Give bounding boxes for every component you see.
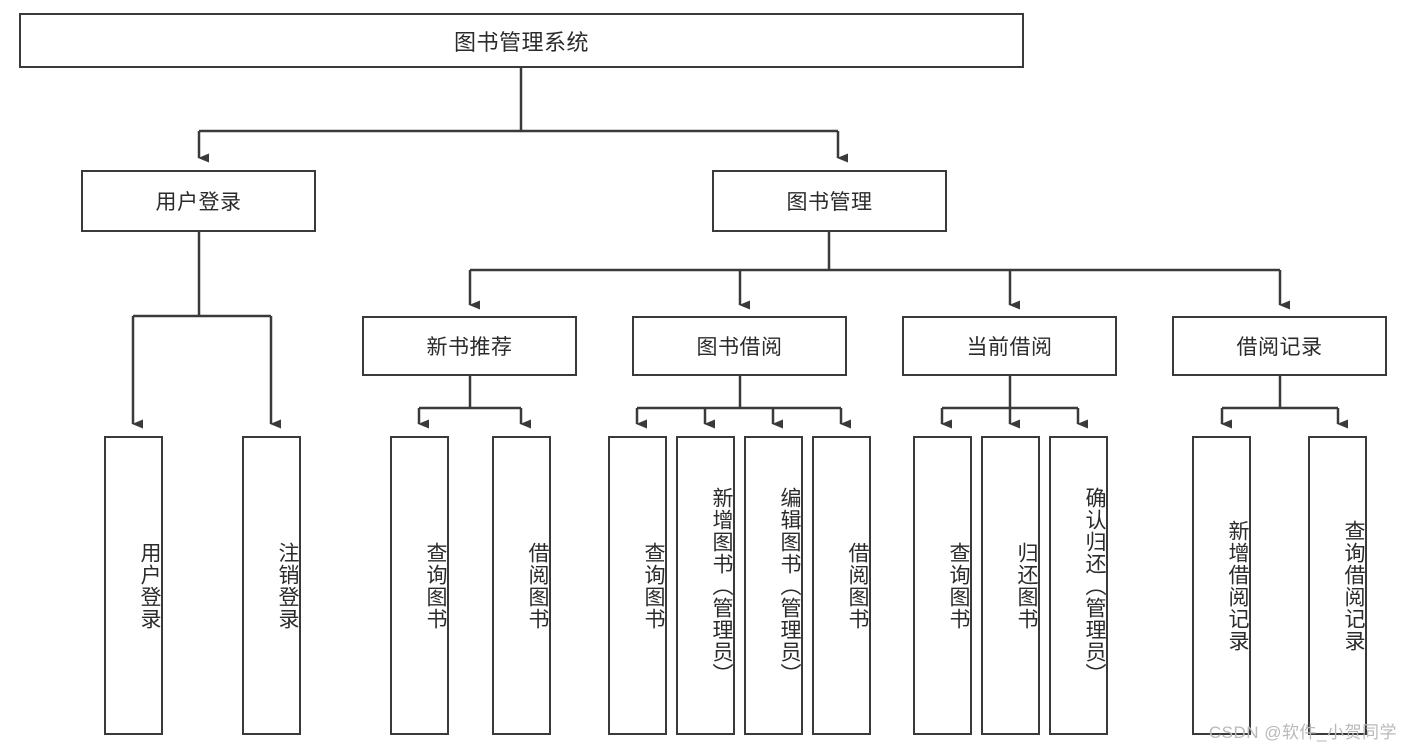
leaf-records-add-record[interactable]: 新增借阅记录 [1192, 436, 1251, 735]
leaf-logout[interactable]: 注销登录 [242, 436, 301, 735]
node-book-borrow[interactable]: 图书借阅 [632, 316, 847, 376]
node-book-management[interactable]: 图书管理 [712, 170, 947, 232]
leaf-borrow-edit-book[interactable]: 编辑图书（管理员） [744, 436, 803, 735]
node-book-borrow-label: 图书借阅 [696, 336, 783, 359]
leaf-borrow-edit-book-label: 编辑图书（管理员） [778, 486, 801, 685]
node-current-borrow-label: 当前借阅 [966, 336, 1053, 359]
leaf-newbooks-query-book[interactable]: 查询图书 [390, 436, 449, 735]
leaf-borrow-query-book-label: 查询图书 [642, 541, 665, 630]
leaf-current-query-book-label: 查询图书 [947, 541, 970, 630]
leaf-current-return-book[interactable]: 归还图书 [981, 436, 1040, 735]
leaf-logout-label: 注销登录 [276, 541, 299, 630]
leaf-borrow-borrow-book-label: 借阅图书 [846, 541, 869, 630]
node-borrow-record[interactable]: 借阅记录 [1172, 316, 1387, 376]
leaf-user-login[interactable]: 用户登录 [104, 436, 163, 735]
leaf-current-confirm-return[interactable]: 确认归还（管理员） [1049, 436, 1108, 735]
leaf-records-add-record-label: 新增借阅记录 [1226, 519, 1249, 652]
node-user-login-label: 用户登录 [155, 191, 242, 214]
leaf-current-query-book[interactable]: 查询图书 [913, 436, 972, 735]
leaf-current-return-book-label: 归还图书 [1015, 541, 1038, 630]
leaf-borrow-borrow-book[interactable]: 借阅图书 [812, 436, 871, 735]
leaf-borrow-add-book[interactable]: 新增图书（管理员） [676, 436, 735, 735]
leaf-borrow-query-book[interactable]: 查询图书 [608, 436, 667, 735]
leaf-newbooks-borrow-book-label: 借阅图书 [526, 541, 549, 630]
leaf-records-query-record[interactable]: 查询借阅记录 [1308, 436, 1367, 735]
node-book-management-label: 图书管理 [786, 191, 873, 214]
node-user-login[interactable]: 用户登录 [81, 170, 316, 232]
leaf-newbooks-query-book-label: 查询图书 [424, 541, 447, 630]
node-borrow-record-label: 借阅记录 [1236, 336, 1323, 359]
node-root-label: 图书管理系统 [453, 29, 589, 55]
leaf-user-login-label: 用户登录 [138, 541, 161, 630]
watermark: CSDN @软件_小贺同学 [1208, 723, 1397, 742]
leaf-borrow-add-book-label: 新增图书（管理员） [710, 486, 733, 685]
node-new-book-recommend-label: 新书推荐 [426, 336, 513, 359]
node-root[interactable]: 图书管理系统 [19, 13, 1024, 68]
node-current-borrow[interactable]: 当前借阅 [902, 316, 1117, 376]
node-new-book-recommend[interactable]: 新书推荐 [362, 316, 577, 376]
leaf-current-confirm-return-label: 确认归还（管理员） [1083, 486, 1106, 685]
leaf-records-query-record-label: 查询借阅记录 [1342, 519, 1365, 652]
leaf-newbooks-borrow-book[interactable]: 借阅图书 [492, 436, 551, 735]
